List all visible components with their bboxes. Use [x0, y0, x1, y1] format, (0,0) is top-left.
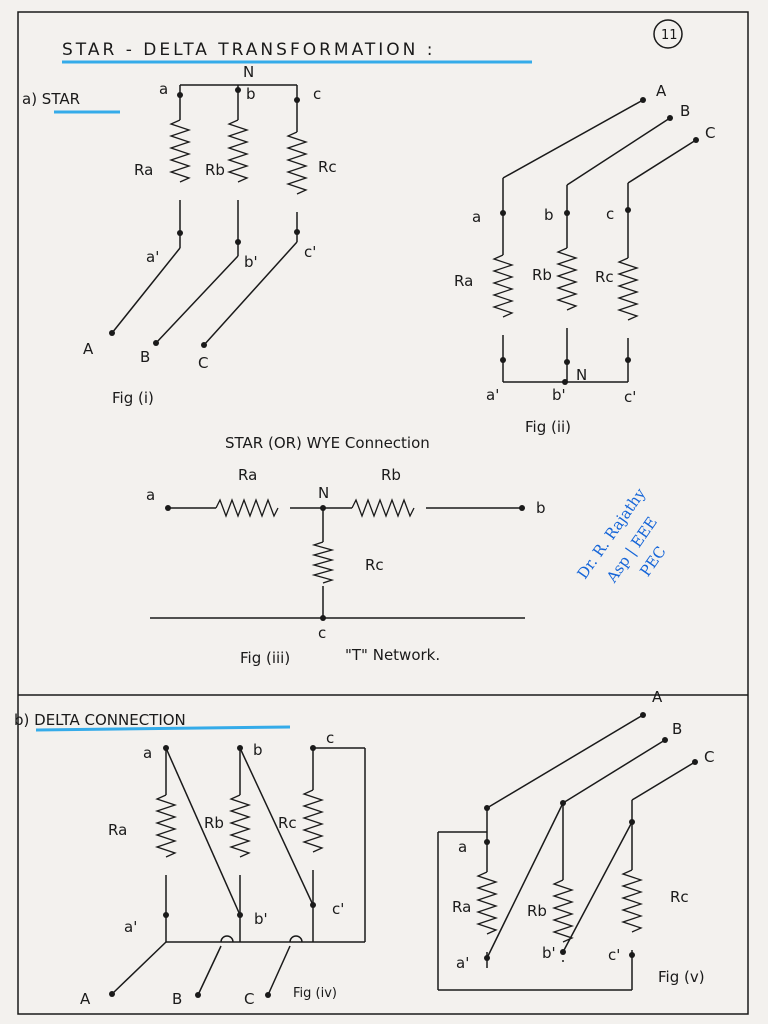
fig2-terminal-c: C — [705, 124, 715, 142]
fig1-caption: Fig (i) — [112, 389, 154, 407]
fig5-rb: Rb — [527, 902, 547, 920]
fig3-rb: Rb — [381, 466, 401, 484]
fig5-delta-diagram — [437, 712, 698, 991]
fig4-terminal-b: B — [172, 990, 182, 1008]
fig1-top-c: c — [313, 85, 321, 103]
fig1-neutral: N — [243, 63, 254, 81]
fig3-neutral: N — [318, 484, 329, 502]
fig3-left: a — [146, 486, 155, 504]
signature: Dr. R. Rajathy Asp | EEE PEC — [574, 485, 670, 587]
fig4-bottom-c: c' — [332, 900, 344, 918]
fig4-terminal-a: A — [80, 990, 91, 1008]
fig5-bottom-c: c' — [608, 946, 620, 964]
fig3-t-network — [150, 499, 525, 621]
fig2-top-c: c — [606, 205, 614, 223]
page-number-circle — [653, 19, 683, 49]
fig2-rc: Rc — [595, 268, 614, 286]
fig2-terminal-a: A — [656, 82, 667, 100]
fig2-star-diagram — [493, 97, 699, 385]
fig3-bottom: c — [318, 624, 326, 642]
fig3-network: "T" Network. — [345, 646, 440, 664]
fig5-terminal-a: A — [652, 688, 663, 706]
fig1-top-a: a — [159, 80, 168, 98]
fig4-bottom-b: b' — [254, 910, 268, 928]
delta-heading-underline — [35, 725, 291, 732]
fig4-terminal-c: C — [244, 990, 254, 1008]
fig3-subtitle: STAR (OR) WYE Connection — [225, 434, 430, 452]
fig4-rb: Rb — [204, 814, 224, 832]
fig2-terminal-b: B — [680, 102, 690, 120]
fig4-bottom-a: a' — [124, 918, 137, 936]
fig4-top-b: b — [253, 741, 263, 759]
fig2-neutral: N — [576, 366, 587, 384]
fig2-bottom-c: c' — [624, 388, 636, 406]
fig1-terminal-b: B — [140, 348, 150, 366]
fig4-delta-diagram — [109, 745, 366, 998]
page-title: STAR - DELTA TRANSFORMATION : — [62, 40, 436, 60]
fig5-rc: Rc — [670, 888, 689, 906]
delta-heading: b) DELTA CONNECTION — [14, 711, 186, 729]
fig5-bottom-b: b' — [542, 944, 556, 962]
fig1-rb: Rb — [205, 161, 225, 179]
fig2-rb: Rb — [532, 266, 552, 284]
fig1-bottom-c: c' — [304, 243, 316, 261]
fig1-ra: Ra — [134, 161, 153, 179]
fig4-top-c: c — [326, 729, 334, 747]
fig4-rc: Rc — [278, 814, 297, 832]
fig5-bottom-a: a' — [456, 954, 469, 972]
fig1-terminal-a: A — [83, 340, 94, 358]
page-number: 11 — [661, 28, 678, 43]
fig5-terminal-c: C — [704, 748, 714, 766]
fig3-caption: Fig (iii) — [240, 649, 290, 667]
fig5-terminal-b: B — [672, 720, 682, 738]
fig4-ra: Ra — [108, 821, 127, 839]
fig1-top-b: b — [246, 85, 256, 103]
fig1-bottom-b: b' — [244, 253, 258, 271]
fig2-caption: Fig (ii) — [525, 418, 571, 436]
star-heading: a) STAR — [22, 90, 80, 108]
fig3-rc: Rc — [365, 556, 384, 574]
fig2-ra: Ra — [454, 272, 473, 290]
fig1-star-diagram — [109, 84, 307, 348]
fig2-bottom-b: b' — [552, 386, 566, 404]
fig4-top-a: a — [143, 744, 152, 762]
fig2-top-b: b — [544, 206, 554, 224]
fig1-terminal-c: C — [198, 354, 208, 372]
fig1-bottom-a: a' — [146, 248, 159, 266]
fig3-right: b — [536, 499, 546, 517]
fig4-caption: Fig (iv) — [293, 986, 337, 1001]
page-border — [17, 11, 749, 1015]
fig3-ra: Ra — [238, 466, 257, 484]
fig1-rc: Rc — [318, 158, 337, 176]
fig2-top-a: a — [472, 208, 481, 226]
fig2-bottom-a: a' — [486, 386, 499, 404]
fig5-top-a: a — [458, 838, 467, 856]
fig5-ra: Ra — [452, 898, 471, 916]
fig5-caption: Fig (v) — [658, 968, 705, 986]
